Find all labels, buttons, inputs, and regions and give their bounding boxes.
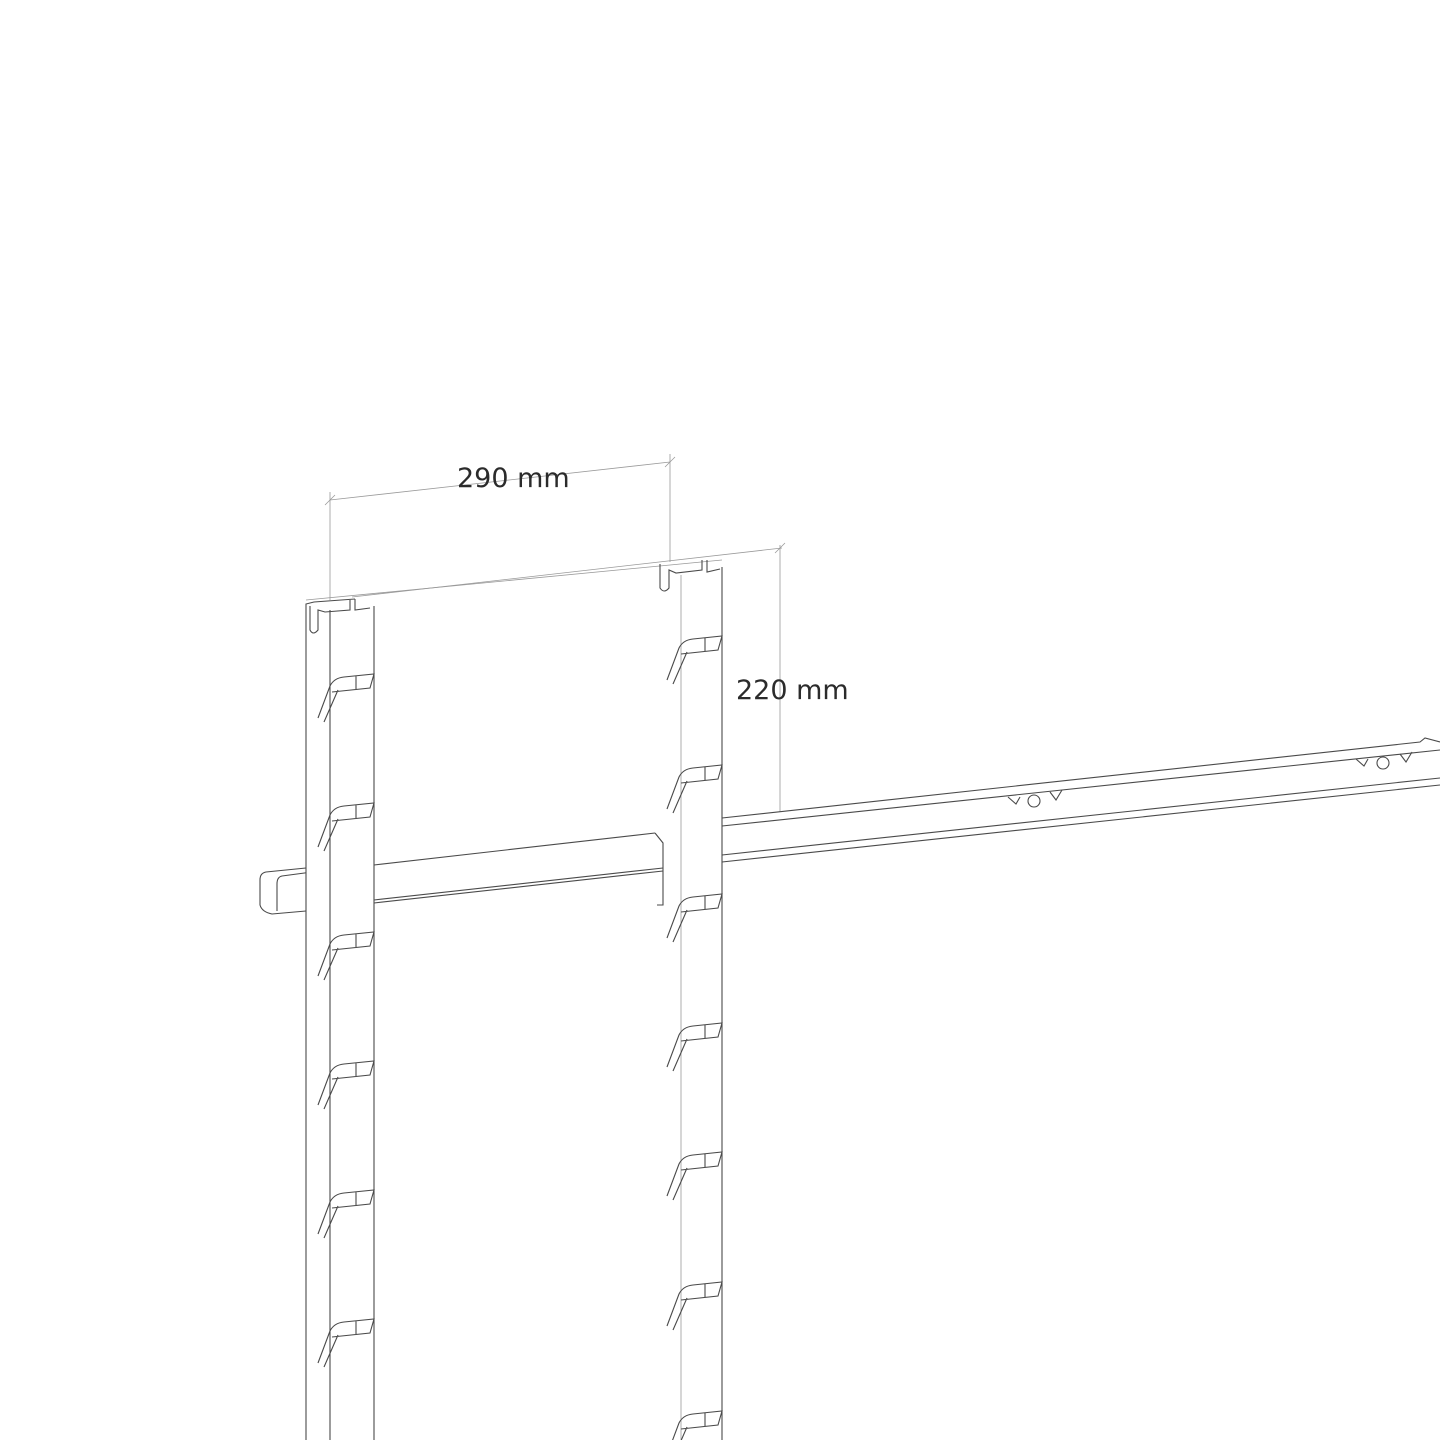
dimension-label-height: 220 mm [736,675,849,706]
tick-mark [664,456,676,468]
post-hook [317,673,375,723]
tick-mark [324,494,336,506]
dimension-label-width: 290 mm [457,463,570,494]
post-hook [666,1022,723,1072]
post-hook [317,1318,375,1368]
right-post [659,560,723,1440]
tick-mark [774,542,786,554]
post-hook [666,635,723,685]
post-hook [666,764,723,814]
post-hook [317,802,375,852]
post-hook [672,1410,723,1440]
rail-hole [1027,794,1041,808]
hooks [317,635,723,1440]
post-hook [317,1189,375,1239]
rail-hole [1376,756,1390,770]
post-hook [666,893,723,943]
left-post [305,559,723,1440]
post-hook [666,1281,723,1331]
post-hook [317,931,375,981]
middle-rail [259,832,664,946]
post-hook [317,1060,375,1110]
post-hook [666,1151,723,1201]
dimension-290 [324,454,676,600]
right-rail [721,737,1440,863]
dimension-line-290 [329,461,671,501]
